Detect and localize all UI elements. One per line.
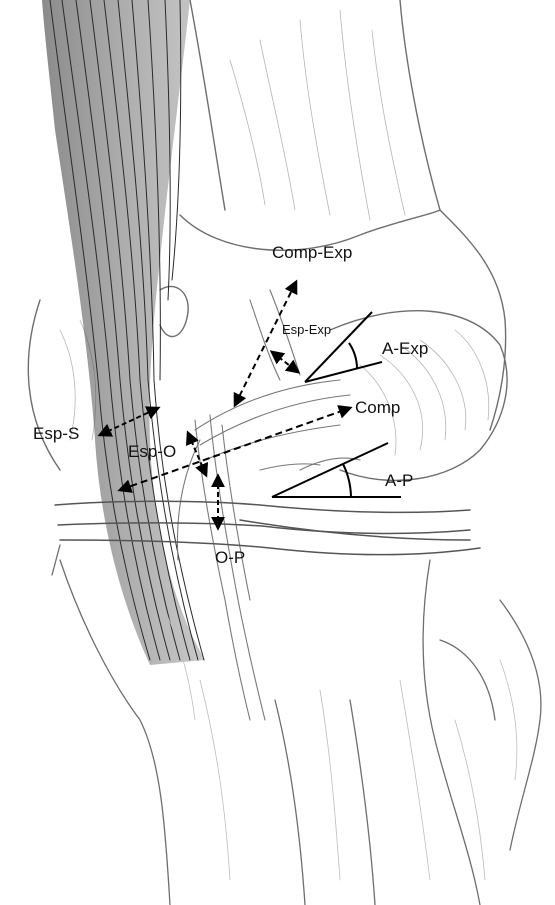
label-esp-exp: Esp-Exp	[282, 322, 331, 337]
label-esp-o: Esp-O	[128, 442, 176, 461]
label-comp: Comp	[355, 398, 400, 417]
label-comp-exp: Comp-Exp	[272, 243, 352, 262]
label-a-exp: A-Exp	[382, 339, 428, 358]
label-esp-s: Esp-S	[33, 424, 79, 443]
label-a-p: A-P	[385, 471, 413, 490]
label-o-p: O-P	[215, 548, 245, 567]
